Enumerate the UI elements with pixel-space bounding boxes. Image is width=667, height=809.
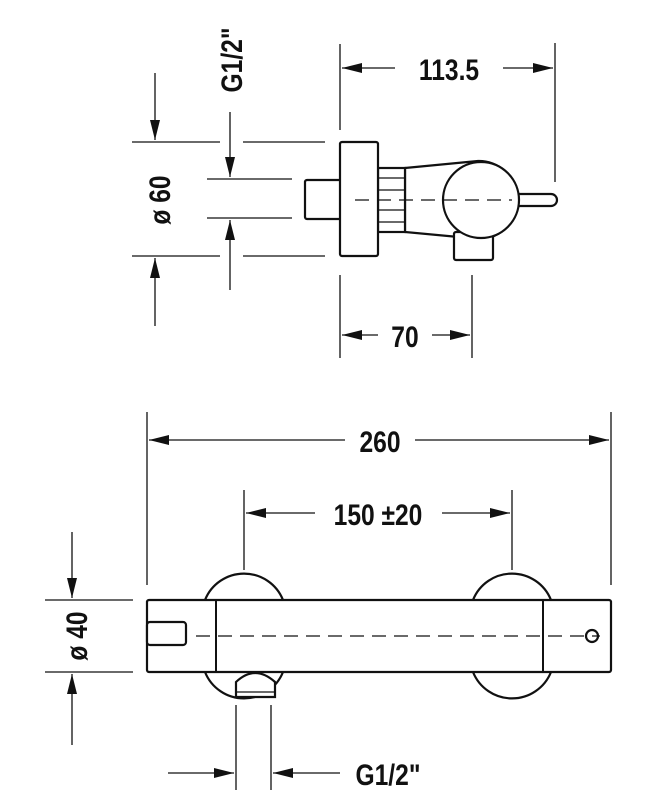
label-depth-body: 70 [391, 320, 418, 354]
dimension-depth-body: 70 [339, 275, 473, 358]
label-depth-total: 113.5 [419, 53, 479, 87]
label-connection-thread: G1/2" [215, 28, 249, 93]
mixer-side-profile [303, 140, 559, 262]
label-body-diameter: ø 40 [60, 611, 94, 660]
dimension-overall-width: 260 [146, 412, 612, 585]
dimension-body-diameter: ø 40 [45, 532, 133, 745]
side-view: 113.5 ø 60 G1/2" [132, 28, 559, 358]
label-overall-width: 260 [359, 425, 400, 459]
dimension-depth-total: 113.5 [339, 43, 556, 182]
dimension-connection-spacing: 150 ±20 [243, 490, 513, 570]
front-view: 260 150 ±20 ø 4 [45, 412, 613, 792]
dimension-rosette-diameter: ø 60 [132, 73, 325, 326]
mixer-front-body [145, 572, 613, 700]
dimension-outlet-thread: G1/2" [168, 705, 420, 792]
label-connection-spacing: 150 ±20 [334, 498, 423, 532]
label-outlet-thread: G1/2" [356, 758, 421, 792]
dimension-connection-thread: G1/2" [207, 28, 292, 290]
label-rosette-diameter: ø 60 [143, 175, 177, 224]
